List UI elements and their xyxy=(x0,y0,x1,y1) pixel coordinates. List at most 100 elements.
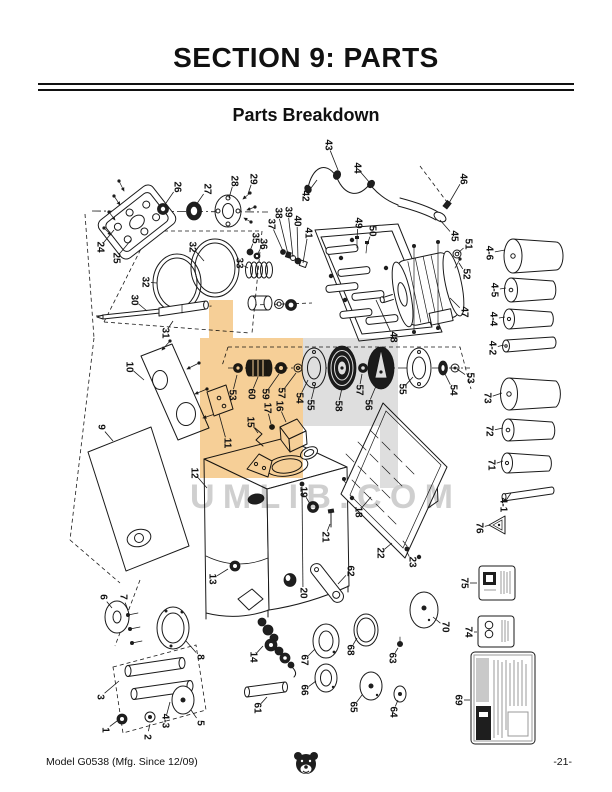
callout-leader-43 xyxy=(329,150,339,171)
grizzly-bear-logo xyxy=(294,752,318,774)
callout-leader-61 xyxy=(260,696,268,704)
callout-49: 49 xyxy=(353,217,364,229)
callout-leader-54 xyxy=(444,373,451,385)
callout-leader-32 xyxy=(150,282,158,284)
callout-24: 24 xyxy=(95,241,106,253)
callout-leader-37 xyxy=(273,229,284,252)
callout-13: 13 xyxy=(207,573,218,585)
callout-leader-72 xyxy=(494,427,504,431)
callout-25: 25 xyxy=(111,252,122,264)
callout-14: 14 xyxy=(248,651,259,663)
callout-4-3: 4-3 xyxy=(160,714,171,729)
callout-leader-4-6 xyxy=(494,249,506,253)
callout-leader-11 xyxy=(218,413,226,438)
callout-leader-56 xyxy=(369,385,377,400)
callout-12: 12 xyxy=(189,467,200,479)
callout-leader-57 xyxy=(284,372,297,389)
callout-leader-27 xyxy=(195,193,204,206)
callout-leader-4-1 xyxy=(505,492,512,501)
callout-32: 32 xyxy=(140,276,151,288)
callout-48: 48 xyxy=(388,331,399,343)
screw-23 xyxy=(404,546,410,552)
callout-72: 72 xyxy=(484,425,495,437)
callout-17: 17 xyxy=(262,402,273,414)
callout-leader-42 xyxy=(308,179,318,192)
callout-leader-3 xyxy=(104,680,120,694)
callout-61: 61 xyxy=(252,702,263,714)
decal-69 xyxy=(470,651,536,745)
callout-15: 15 xyxy=(245,416,256,428)
callout-58: 58 xyxy=(333,400,344,412)
callout-leader-33 xyxy=(244,265,249,269)
callout-75: 75 xyxy=(459,577,470,589)
decal-75 xyxy=(478,565,516,601)
callout-leader-53 xyxy=(233,374,238,390)
callout-60: 60 xyxy=(246,388,257,400)
callout-9: 9 xyxy=(96,424,107,430)
callout-leader-23 xyxy=(406,551,410,557)
callout-leader-59 xyxy=(268,373,280,390)
callout-leader-28 xyxy=(228,186,233,199)
callout-leader-18 xyxy=(361,496,372,508)
page-header: SECTION 9: PARTS Parts Breakdown xyxy=(0,0,612,126)
callout-leader-46 xyxy=(448,183,461,204)
callout-leader-25 xyxy=(119,239,132,254)
callout-45: 45 xyxy=(449,230,460,242)
callout-leader-4-2 xyxy=(497,344,505,347)
callout-54: 54 xyxy=(294,392,305,404)
callout-69: 69 xyxy=(453,694,464,706)
callout-leader-14 xyxy=(256,645,264,653)
callout-leader-55 xyxy=(405,376,414,385)
callout-30: 30 xyxy=(129,294,140,306)
callout-leader-44 xyxy=(360,172,371,184)
callout-leader-15 xyxy=(253,426,259,434)
callout-70: 70 xyxy=(440,621,451,633)
callout-57: 57 xyxy=(354,384,365,396)
callout-64: 64 xyxy=(388,706,399,718)
callout-leader-12 xyxy=(197,477,208,489)
callout-32: 32 xyxy=(187,241,198,253)
bottom-left-parts xyxy=(104,600,195,725)
spring-and-fasteners xyxy=(245,248,308,311)
section-title: SECTION 9: PARTS xyxy=(173,42,439,73)
decal-74 xyxy=(477,615,515,648)
callout-52: 52 xyxy=(461,268,472,280)
callout-33: 33 xyxy=(234,257,245,269)
callout-leader-53 xyxy=(456,368,466,375)
callout-68: 68 xyxy=(345,644,356,656)
callout-55: 55 xyxy=(305,399,316,411)
callout-leader-54 xyxy=(301,379,309,393)
callout-11: 11 xyxy=(222,438,233,449)
nut-13 xyxy=(229,560,264,611)
callout-leader-48 xyxy=(375,299,391,332)
crank-assembly-14 xyxy=(257,617,297,678)
callout-16: 16 xyxy=(274,400,285,412)
callout-leader-65 xyxy=(356,694,363,703)
knob-20 xyxy=(283,573,297,587)
callout-leader-58 xyxy=(338,387,343,401)
callout-leader-30 xyxy=(138,303,148,312)
callout-22: 22 xyxy=(375,547,386,559)
page-subtitle: Parts Breakdown xyxy=(232,105,380,125)
callout-leader-32 xyxy=(195,251,205,262)
callout-4-5: 4-5 xyxy=(489,283,500,298)
umlib-watermark: UMLIB.COM xyxy=(190,300,453,516)
callout-leader-64 xyxy=(394,699,399,707)
callout-leader-47 xyxy=(449,297,461,309)
callout-5: 5 xyxy=(195,720,206,726)
callout-leader-16 xyxy=(281,411,287,423)
callout-39: 39 xyxy=(283,206,294,218)
callout-leader-29 xyxy=(247,184,252,195)
callout-6: 6 xyxy=(98,594,109,600)
callout-leader-38 xyxy=(279,218,289,255)
callout-7: 7 xyxy=(118,594,129,600)
callout-53: 53 xyxy=(465,372,476,384)
callout-leader-76 xyxy=(484,524,491,527)
callout-leader-51 xyxy=(457,247,464,254)
flange-55-right xyxy=(406,347,432,389)
callout-53: 53 xyxy=(227,389,238,401)
callout-leader-55 xyxy=(311,384,316,400)
sanding-drums xyxy=(500,238,564,502)
callout-leader-8 xyxy=(185,640,197,653)
